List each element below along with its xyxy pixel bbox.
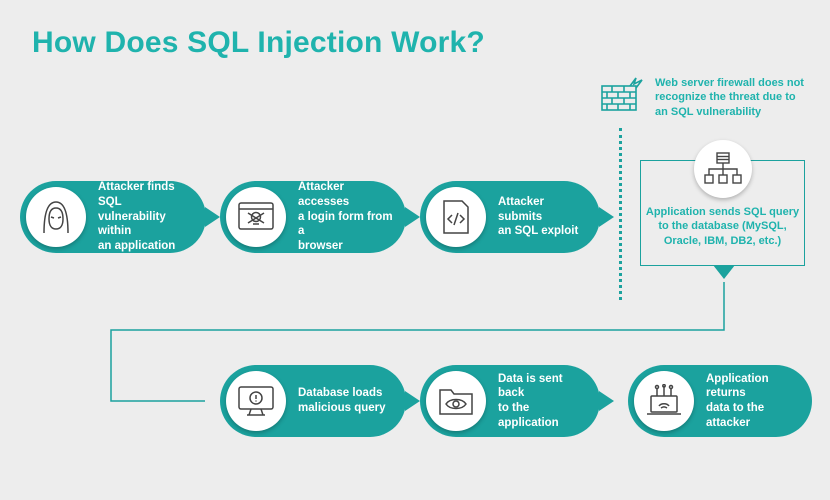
browser-skull-icon <box>226 187 286 247</box>
firewall-icon <box>600 76 646 117</box>
step-label: Attacker finds SQL vulnerability within … <box>98 181 176 253</box>
step-label: Attacker accesses a login form from a br… <box>298 181 393 253</box>
database-icon <box>694 140 752 198</box>
step-data-sent-back: Data is sent back to the application <box>420 365 614 437</box>
hooded-attacker-icon <box>26 187 86 247</box>
firewall-divider <box>619 128 622 300</box>
step-submit-exploit: Attacker submits an SQL exploit <box>420 181 614 253</box>
application-query-text: Application sends SQL query to the datab… <box>645 206 800 247</box>
step-label: Data is sent back to the application <box>498 372 563 429</box>
laptop-network-icon <box>634 371 694 431</box>
down-arrow <box>713 265 735 279</box>
step-label: Attacker submits an SQL exploit <box>498 195 579 238</box>
step-application-returns: Application returns data to the attacker <box>628 365 812 437</box>
step-find-vulnerability: Attacker finds SQL vulnerability within … <box>20 181 220 253</box>
step-database-loads: Database loads malicious query <box>220 365 420 437</box>
folder-eye-icon <box>426 371 486 431</box>
step-access-login: Attacker accesses a login form from a br… <box>220 181 420 253</box>
step-label: Database loads malicious query <box>298 387 386 414</box>
code-document-icon <box>426 187 486 247</box>
step-label: Application returns data to the attacker <box>706 372 769 429</box>
monitor-alert-icon <box>226 371 286 431</box>
page-title: How Does SQL Injection Work? <box>32 26 485 59</box>
firewall-note: Web server firewall does not recognize t… <box>655 77 804 118</box>
